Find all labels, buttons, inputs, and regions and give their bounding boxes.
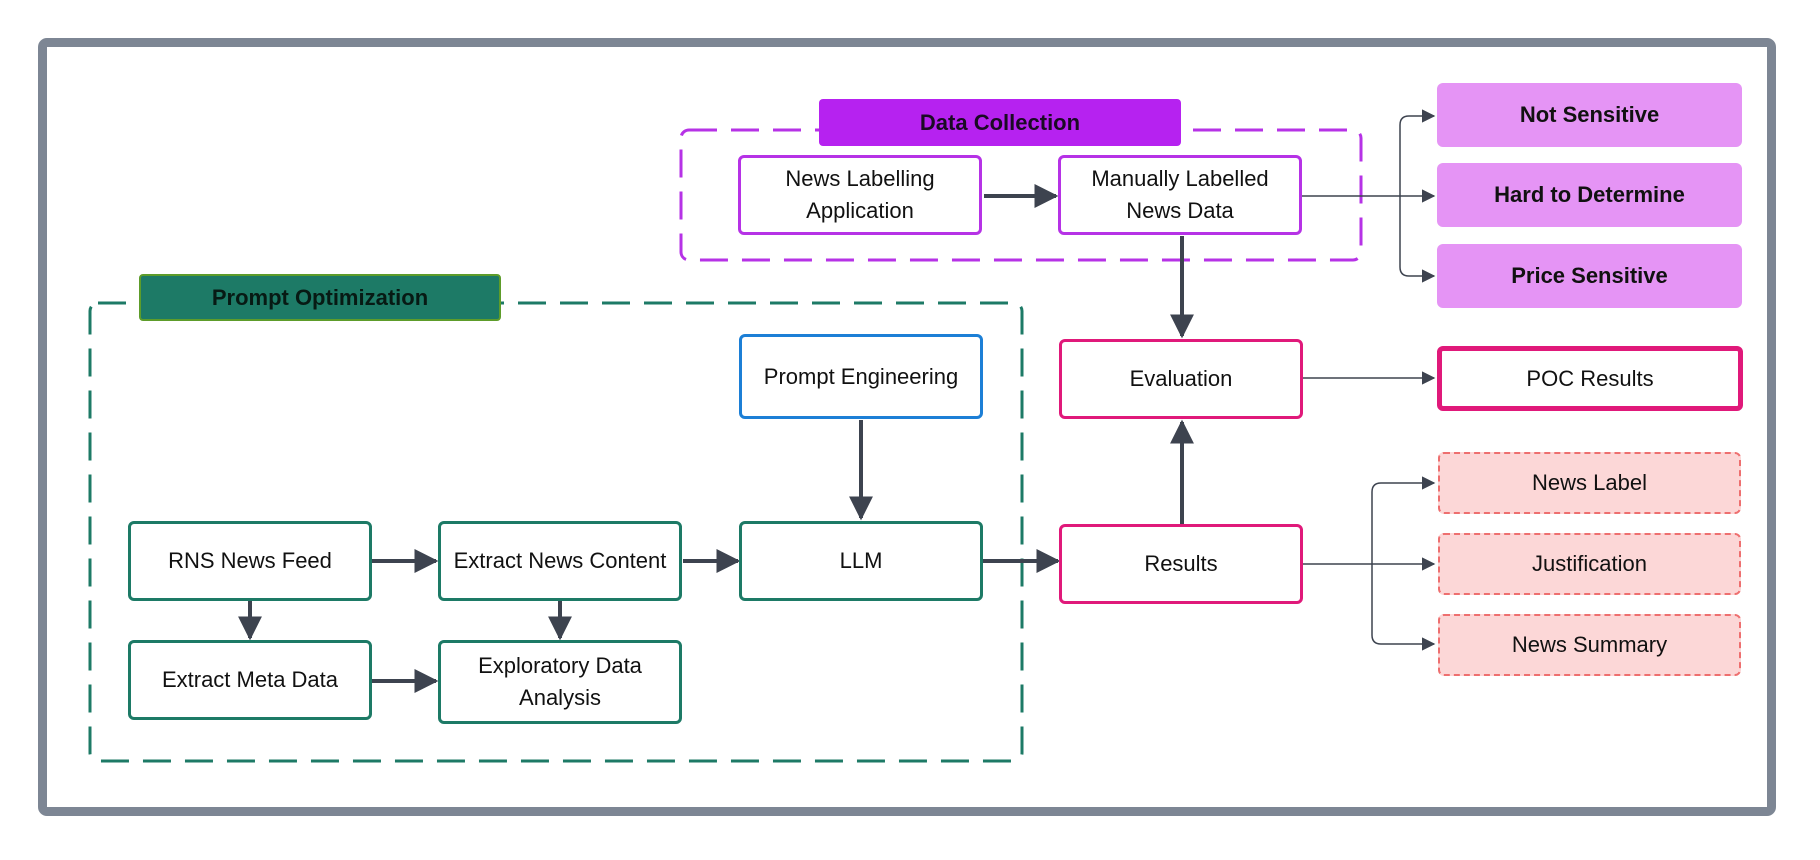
extract-news-content-node: Extract News Content: [438, 521, 682, 601]
branch-to-categories: [1302, 109, 1436, 283]
news-labelling-application-node: News Labelling Application: [738, 155, 982, 235]
prompt-optimization-group: [88, 301, 1024, 763]
llm-node: LLM: [739, 521, 983, 601]
manually-labelled-news-data-node: Manually Labelled News Data: [1058, 155, 1302, 235]
exploratory-data-analysis-node: Exploratory Data Analysis: [438, 640, 682, 724]
evaluation-node: Evaluation: [1059, 339, 1303, 419]
rns-news-feed-node: RNS News Feed: [128, 521, 372, 601]
output-justification: Justification: [1438, 533, 1741, 595]
category-not-sensitive: Not Sensitive: [1437, 83, 1742, 147]
results-node: Results: [1059, 524, 1303, 604]
output-news-summary: News Summary: [1438, 614, 1741, 676]
diagram-frame: [38, 38, 1776, 816]
data-collection-label: Data Collection: [819, 99, 1181, 146]
prompt-engineering-node: Prompt Engineering: [739, 334, 983, 419]
branch-to-outputs: [1302, 476, 1436, 651]
category-hard-to-determine: Hard to Determine: [1437, 163, 1742, 227]
output-news-label: News Label: [1438, 452, 1741, 514]
category-price-sensitive: Price Sensitive: [1437, 244, 1742, 308]
prompt-optimization-label: Prompt Optimization: [139, 274, 501, 321]
data-collection-group: [679, 128, 1363, 262]
extract-meta-data-node: Extract Meta Data: [128, 640, 372, 720]
poc-results-node: POC Results: [1437, 346, 1743, 411]
